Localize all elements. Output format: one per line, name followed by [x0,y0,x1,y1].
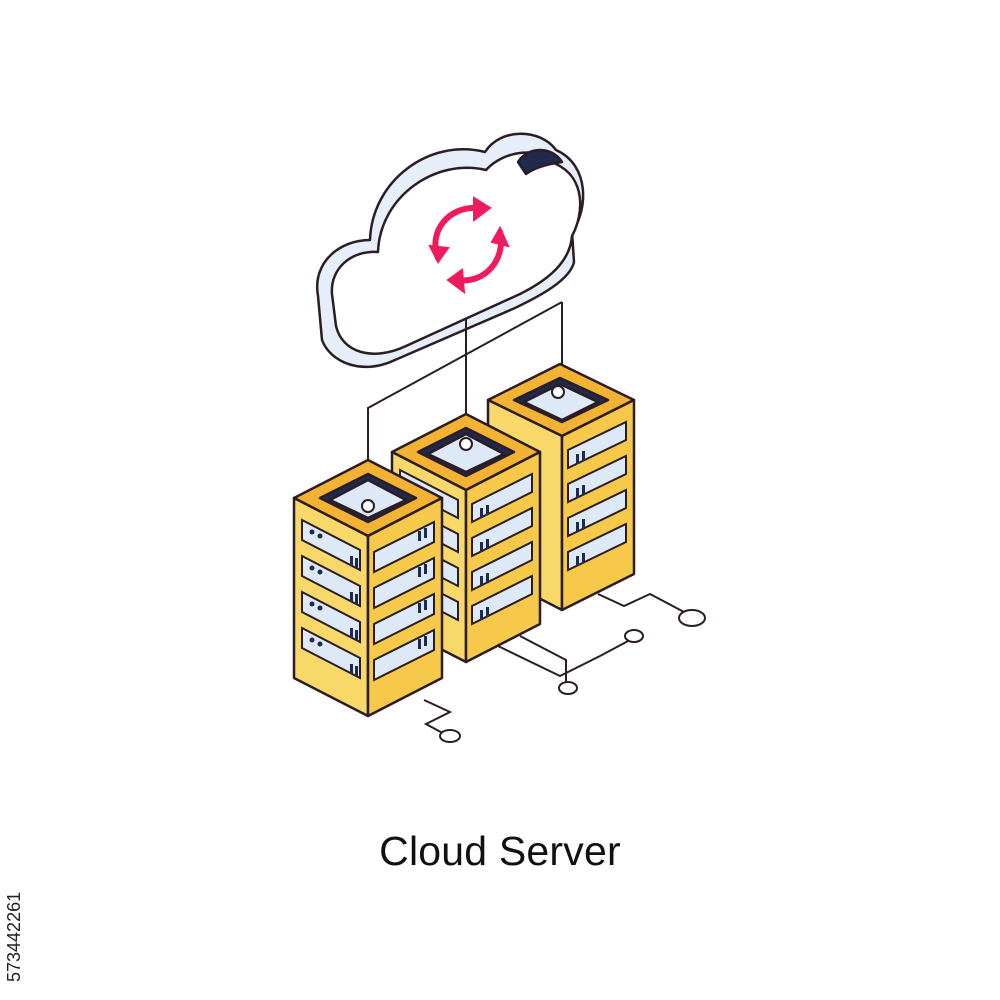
circuit-nodes [439,609,706,743]
cloud-icon [315,132,585,369]
network-node-icon [439,729,461,743]
circuit-wires [423,592,685,737]
network-node-icon [459,437,473,451]
network-node-icon [361,499,375,513]
network-node-icon [624,629,644,643]
network-node-icon [551,385,565,399]
caption-title: Cloud Server [379,828,621,874]
server-rack-front [292,458,444,718]
network-node-icon [558,681,578,695]
stock-id-label: 573442261 [4,891,24,982]
network-node-icon [678,609,706,627]
server-led-dots [309,451,585,676]
sync-arrows-icon [428,196,510,295]
